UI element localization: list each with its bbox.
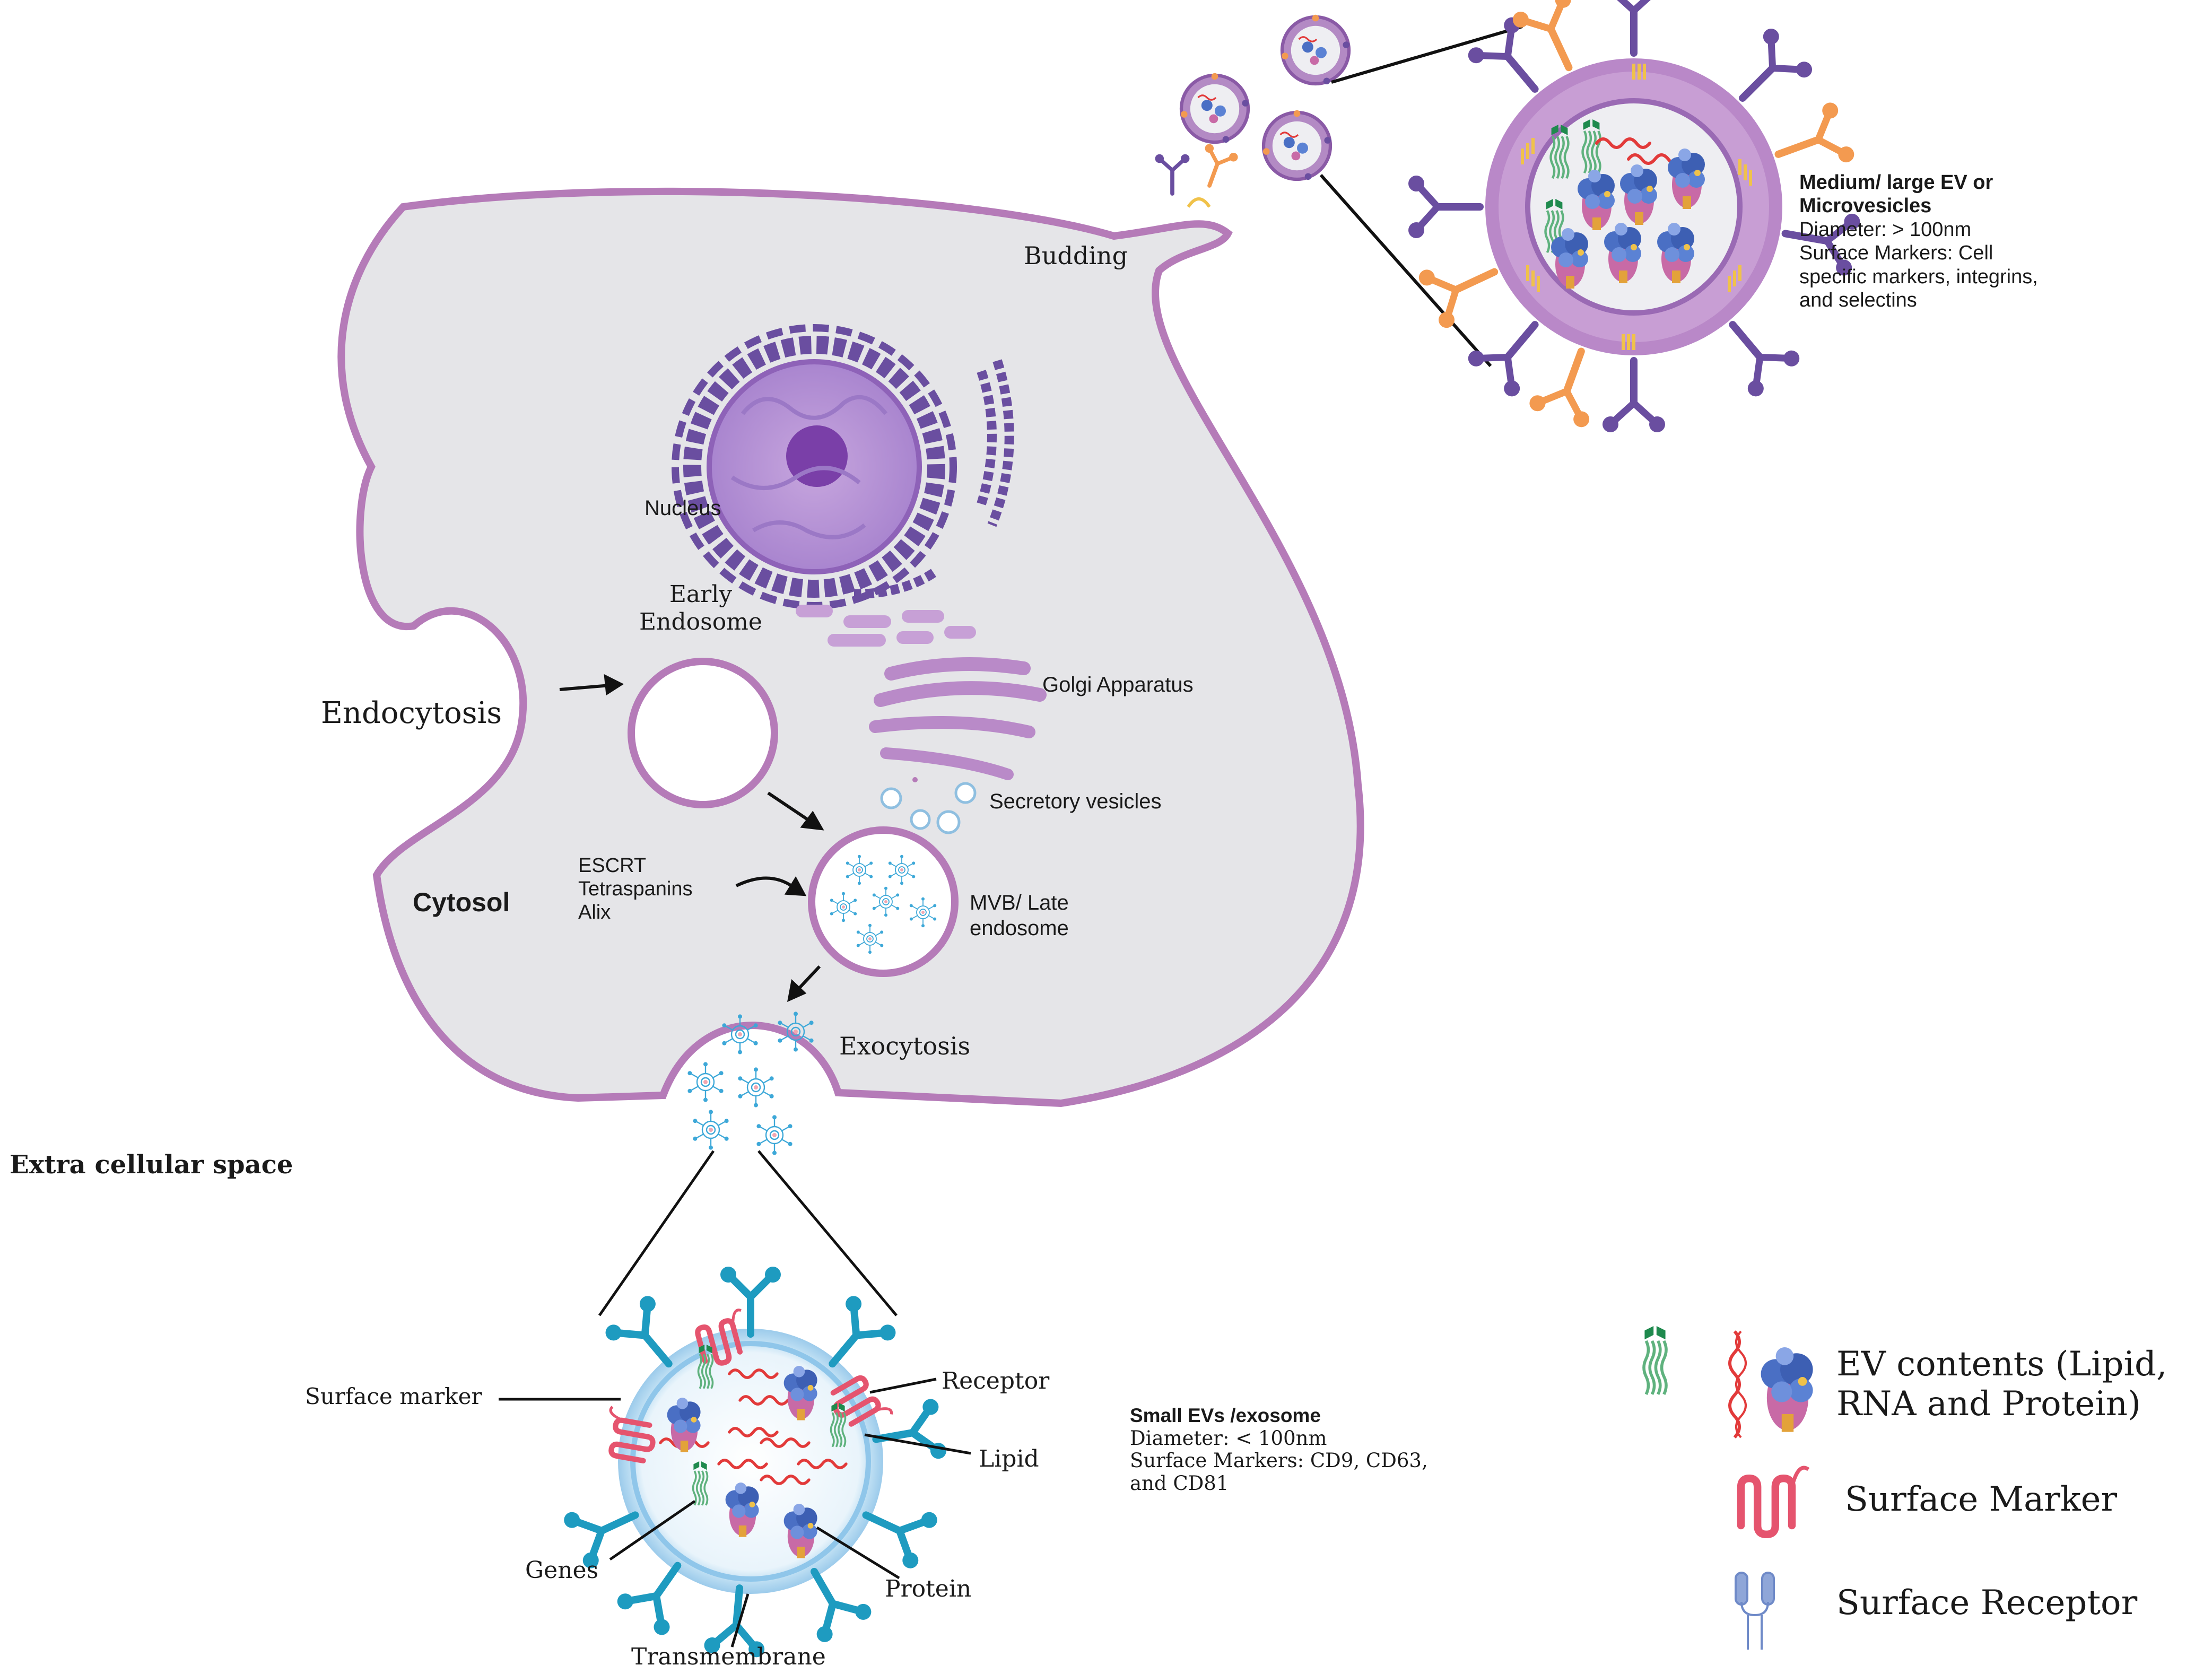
escrt-label: ESCRT Tetraspanins Alix (578, 855, 693, 924)
large-ev-title: Medium/ large EV or (1799, 171, 1993, 194)
protein-part-label: Protein (885, 1575, 972, 1602)
legend-graphics (1644, 1326, 1813, 1650)
mvb-label: MVB/ Late endosome (970, 891, 1069, 940)
small-ev-title: Small EVs /exosome (1130, 1405, 1321, 1426)
golgi-graphic (869, 657, 1047, 780)
legend-surface-marker: Surface Marker (1845, 1480, 2118, 1519)
exocytosis-label: Exocytosis (839, 1032, 971, 1060)
legend-ev-contents: EV contents (Lipid, RNA and Protein) (1836, 1345, 2167, 1424)
mini-ev-3 (1263, 110, 1331, 180)
legend-surface-receptor: Surface Receptor (1836, 1583, 2138, 1623)
budding-label: Budding (1024, 241, 1128, 270)
transmembrane-part-label: Transmembrane (631, 1643, 826, 1670)
cytosol-label: Cytosol (413, 887, 510, 917)
process-arrows (559, 674, 824, 1002)
cell-membrane (337, 187, 1364, 1108)
secretory-vesicles (880, 777, 977, 834)
surface-marker-part-label: Surface marker (305, 1383, 482, 1409)
nucleus-label: Nucleus (645, 496, 721, 520)
small-ev-leaders (499, 1377, 971, 1647)
early-endosome-circle (628, 658, 778, 808)
lipid-part-label: Lipid (979, 1445, 1039, 1472)
small-ev-description: Small EVs /exosome Diameter: < 100nm Sur… (1130, 1405, 1428, 1495)
golgi-label: Golgi Apparatus (1042, 673, 1194, 696)
mini-ev-1 (1282, 15, 1349, 84)
early-endosome-label: Early Endosome (639, 581, 762, 635)
budding-site (1155, 143, 1239, 208)
receptor-part-label: Receptor (942, 1367, 1050, 1394)
mini-ev-2 (1181, 73, 1249, 143)
large-ev-description: Medium/ large EV or Microvesicles Diamet… (1799, 171, 2038, 312)
er-fragments (796, 605, 976, 647)
genes-part-label: Genes (525, 1557, 599, 1584)
extracellular-space-label: Extra cellular space (10, 1150, 293, 1180)
large-ev-graphic (1408, 0, 1861, 432)
endocytosis-label: Endocytosis (321, 696, 502, 730)
mvb-circle (808, 826, 959, 977)
secretory-vesicles-label: Secretory vesicles (989, 790, 1162, 813)
